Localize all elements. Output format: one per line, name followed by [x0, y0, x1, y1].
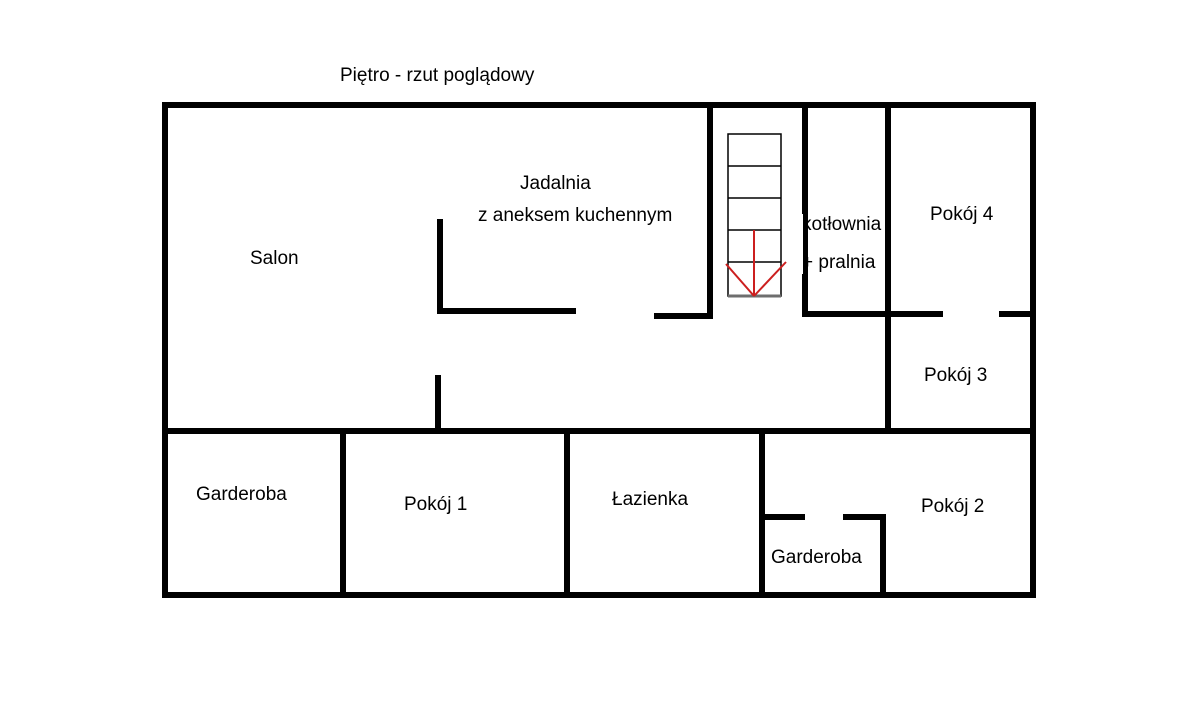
room-label-jadalnia-line2: z aneksem kuchennym: [478, 205, 672, 226]
room-labels: Salon Jadalnia z aneksem kuchennym kotło…: [196, 173, 994, 568]
room-label-salon: Salon: [250, 248, 299, 269]
room-label-garderoba-small: Garderoba: [771, 547, 862, 568]
plan-title: Piętro - rzut poglądowy: [340, 65, 535, 86]
kotlownia-label-mask: [799, 214, 803, 274]
room-label-lazienka: Łazienka: [612, 489, 688, 510]
room-label-pokoj2: Pokój 2: [921, 496, 984, 517]
room-label-garderoba-left: Garderoba: [196, 484, 287, 505]
room-label-pokoj4: Pokój 4: [930, 204, 994, 225]
interior-walls: [162, 102, 1036, 598]
outer-walls: [162, 102, 1036, 598]
room-label-jadalnia-line1: Jadalnia: [520, 173, 591, 194]
arrow-head-left: [725, 263, 755, 297]
arrow-head-right: [753, 261, 787, 297]
kotlownia-label-mask-b: [886, 214, 896, 274]
room-label-kotlownia-line2: + pralnia: [802, 252, 876, 273]
room-label-pokoj3: Pokój 3: [924, 365, 987, 386]
room-label-kotlownia-line1: kotłownia: [802, 214, 882, 235]
room-label-pokoj1: Pokój 1: [404, 494, 467, 515]
down-arrow-icon: [725, 230, 787, 297]
